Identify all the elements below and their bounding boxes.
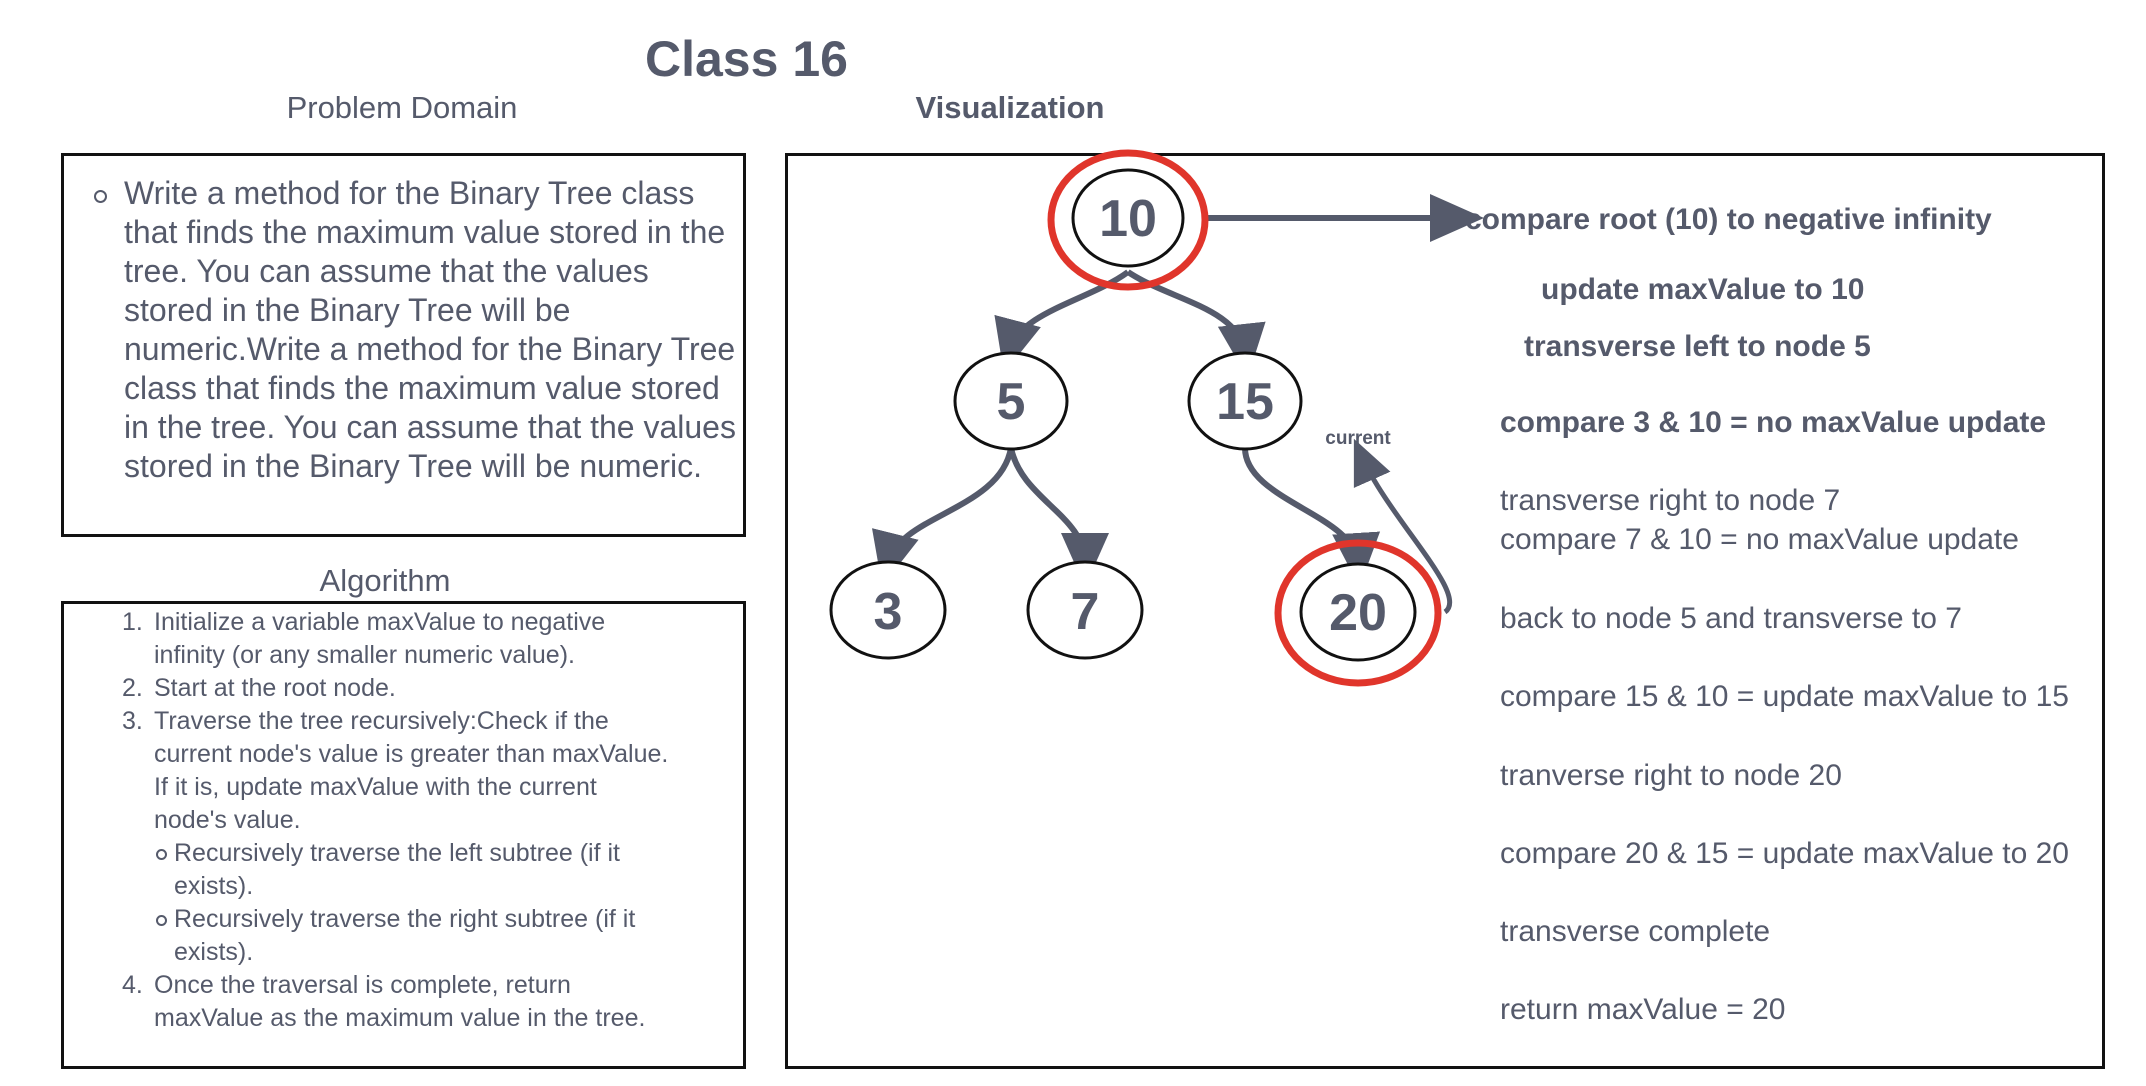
node-label-15: 15 xyxy=(1216,373,1274,431)
algorithm-step-text: Recursively traverse the left subtree (i… xyxy=(174,839,620,867)
edge-10-15 xyxy=(1126,269,1266,378)
algorithm-step-line: 1. Initialize a variable maxValue to nega… xyxy=(64,606,743,639)
algorithm-substep-line: exists). xyxy=(64,870,743,903)
algorithm-step-text: Traverse the tree recursively:Check if t… xyxy=(154,707,609,735)
algorithm-step-text: current node's value is greater than max… xyxy=(154,740,669,768)
algorithm-step-text: exists). xyxy=(174,872,254,900)
algorithm-step-number: 2. xyxy=(122,674,143,702)
problem-domain-box: Write a method for the Binary Tree class… xyxy=(61,153,746,537)
current-pointer-arrow xyxy=(1353,438,1453,615)
traversal-step-1: compare root (10) to negative infinity xyxy=(1465,203,1992,236)
root-highlight-ring xyxy=(1047,149,1209,291)
edge-15-20 xyxy=(1242,447,1381,587)
edge-5-7 xyxy=(1008,447,1109,587)
algorithm-label: Algorithm xyxy=(319,563,451,598)
traversal-step-3: transverse left to node 5 xyxy=(1524,330,1871,363)
traversal-step-11: transverse complete xyxy=(1500,915,1770,948)
algorithm-box: 1. Initialize a variable maxValue to nega… xyxy=(61,601,746,1069)
algorithm-step-text: If it is, update maxValue with the curre… xyxy=(154,773,597,801)
algorithm-step-text: Start at the root node. xyxy=(154,674,396,702)
page-title: Class 16 xyxy=(645,31,848,87)
traversal-step-5: transverse right to node 7 xyxy=(1500,484,1840,517)
traversal-step-6: compare 7 & 10 = no maxValue update xyxy=(1500,523,2019,556)
algorithm-step-number: 4. xyxy=(122,971,143,999)
algorithm-step-line: infinity (or any smaller numeric value). xyxy=(64,639,743,672)
tree-node-5 xyxy=(953,351,1069,451)
traversal-step-9: tranverse right to node 20 xyxy=(1500,759,1842,792)
algorithm-step-text: Recursively traverse the right subtree (… xyxy=(174,905,636,933)
traversal-step-2: update maxValue to 10 xyxy=(1541,273,1864,306)
algorithm-step-text: infinity (or any smaller numeric value). xyxy=(154,641,575,669)
algorithm-step-line: If it is, update maxValue with the curre… xyxy=(64,771,743,804)
algorithm-step-line: current node's value is greater than max… xyxy=(64,738,743,771)
algorithm-step-number: 3. xyxy=(122,707,143,735)
algorithm-step-text: exists). xyxy=(174,938,254,966)
problem-domain-label: Problem Domain xyxy=(286,90,518,125)
edge-5-3 xyxy=(872,447,1014,587)
algorithm-substep-line: Recursively traverse the right subtree (… xyxy=(64,903,743,936)
algorithm-step-text: Once the traversal is complete, return xyxy=(154,971,571,999)
algorithm-step-number: 1. xyxy=(122,608,143,636)
traversal-step-12: return maxValue = 20 xyxy=(1500,993,1785,1026)
current-pointer-label: current xyxy=(1325,428,1391,449)
node-label-20: 20 xyxy=(1329,584,1387,642)
tree-node-10 xyxy=(1071,168,1185,268)
traversal-step-10: compare 20 & 15 = update maxValue to 20 xyxy=(1500,837,2069,870)
problem-domain-list: Write a method for the Binary Tree class… xyxy=(64,174,743,486)
tree-node-15 xyxy=(1187,351,1303,451)
problem-domain-text: Write a method for the Binary Tree class… xyxy=(64,174,743,486)
algorithm-substep-line: Recursively traverse the left subtree (i… xyxy=(64,837,743,870)
traversal-step-7: back to node 5 and transverse to 7 xyxy=(1500,602,1962,635)
algorithm-step-line: 4. Once the traversal is complete, return xyxy=(64,969,743,1002)
visualization-label: Visualization xyxy=(915,90,1105,125)
algorithm-step-line: maxValue as the maximum value in the tre… xyxy=(64,1002,743,1035)
traversal-step-8: compare 15 & 10 = update maxValue to 15 xyxy=(1500,680,2069,713)
tree-node-20 xyxy=(1299,562,1417,662)
node-20-highlight-ring xyxy=(1274,539,1442,687)
tree-node-3 xyxy=(829,560,947,660)
node-label-3: 3 xyxy=(874,583,903,641)
node-label-5: 5 xyxy=(997,373,1026,431)
algorithm-step-text: maxValue as the maximum value in the tre… xyxy=(154,1004,646,1032)
algorithm-step-line: 3. Traverse the tree recursively:Check if… xyxy=(64,705,743,738)
tree-node-7 xyxy=(1026,560,1144,660)
node-label-10: 10 xyxy=(1099,190,1157,248)
algorithm-substep-line: exists). xyxy=(64,936,743,969)
node-label-7: 7 xyxy=(1071,583,1100,641)
traversal-step-4: compare 3 & 10 = no maxValue update xyxy=(1500,406,2046,439)
algorithm-step-line: node's value. xyxy=(64,804,743,837)
algorithm-step-text: node's value. xyxy=(154,806,301,834)
edge-10-5 xyxy=(994,269,1130,374)
algorithm-step-line: 2. Start at the root node. xyxy=(64,672,743,705)
algorithm-step-text: Initialize a variable maxValue to negati… xyxy=(154,608,606,636)
